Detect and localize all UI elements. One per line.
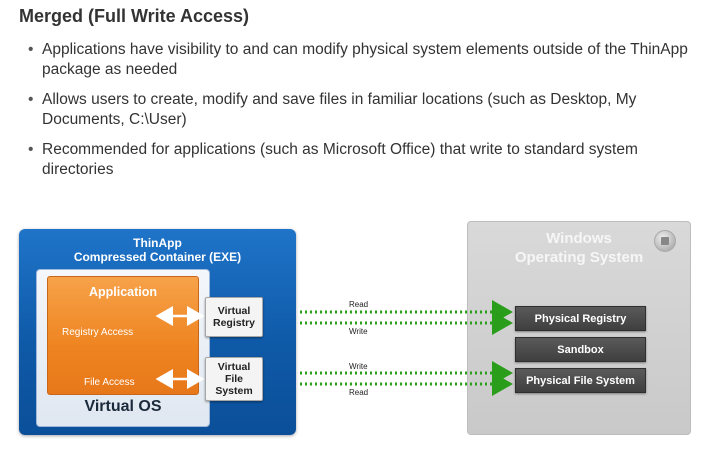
sandbox-box: Sandbox — [515, 337, 646, 362]
bullet-item: Applications have visibility to and can … — [28, 40, 703, 80]
file-write-label: Write — [349, 362, 368, 371]
windows-title-line1: Windows — [546, 230, 612, 247]
bullet-item: Allows users to create, modify and save … — [28, 90, 703, 130]
windows-title: Windows Operating System — [468, 229, 690, 267]
virtual-fs-line2: File — [224, 373, 244, 385]
thinapp-title-line2: Compressed Container (EXE) — [73, 250, 242, 264]
virtual-fs-line1: Virtual — [217, 361, 251, 373]
bullet-item: Recommended for applications (such as Mi… — [28, 140, 703, 180]
registry-write-label: Write — [349, 327, 368, 336]
physical-file-system-box: Physical File System — [515, 368, 646, 393]
registry-access-label: Registry Access — [62, 327, 134, 338]
thinapp-title-line1: ThinApp — [133, 236, 182, 250]
thinapp-title: ThinApp Compressed Container (EXE) — [19, 236, 296, 264]
physical-registry-box: Physical Registry — [515, 306, 646, 331]
file-access-label: File Access — [84, 377, 135, 388]
application-title: Application — [88, 285, 158, 299]
virtual-registry-line2: Registry — [212, 317, 255, 329]
windows-title-line2: Operating System — [514, 249, 644, 266]
virtual-os-label: Virtual OS — [84, 398, 162, 415]
file-read-label: Read — [349, 388, 369, 397]
virtual-registry-box: Virtual Registry — [205, 297, 263, 337]
bullet-list: Applications have visibility to and can … — [28, 40, 703, 190]
registry-read-label: Read — [349, 300, 369, 309]
virtual-registry-line1: Virtual — [217, 305, 251, 317]
virtual-fs-line3: System — [215, 385, 253, 397]
windows-logo-icon — [654, 230, 676, 252]
virtual-file-system-box: Virtual File System — [205, 357, 263, 401]
slide-title: Merged (Full Write Access) — [19, 6, 250, 26]
